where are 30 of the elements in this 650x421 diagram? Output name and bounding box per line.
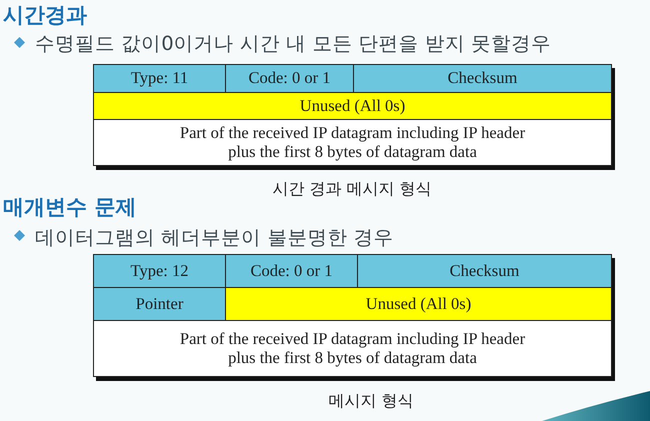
field-label: Unused (All 0s) [300,96,406,116]
table-caption: 메시지 형식 [328,392,414,410]
field-label: Part of the received IP datagram including IP header plus the first 8 bytes of datagram data [178,124,526,162]
field-label: Type: 12 [130,262,188,280]
packet-field [93,64,226,93]
field-label: Checksum [450,262,520,280]
field-label: Part of the received IP datagram including IP header plus the first 8 bytes of datagram data [178,330,526,368]
packet-field [225,64,354,93]
packet-field [93,92,612,120]
field-label: Type: 11 [130,69,188,88]
packet-field [93,287,226,321]
packet-field [357,254,612,288]
packet-field [353,64,612,93]
table-caption: 시간 경과 메시지 형식 [272,180,432,198]
packet-format-table [93,254,612,377]
packet-field [225,287,612,321]
packet-field [225,254,358,288]
packet-format-table [93,64,612,166]
packet-field [93,119,612,166]
field-label: Code: 0 or 1 [250,262,333,280]
section-heading: 매개변수 문제 [3,196,136,220]
bullet-text: 수명필드 값이0이거나 시간 내 모든 단편을 받지 못할경우 [35,33,552,55]
bullet-text: 데이터그램의 헤더부분이 불분명한 경우 [35,227,394,249]
field-label: Pointer [136,294,184,314]
packet-field [93,254,226,288]
section-heading: 시간경과 [3,4,87,28]
field-label: Unused (All 0s) [366,294,472,314]
field-label: Checksum [448,69,518,88]
field-label: Code: 0 or 1 [248,69,331,88]
packet-field [93,320,612,377]
